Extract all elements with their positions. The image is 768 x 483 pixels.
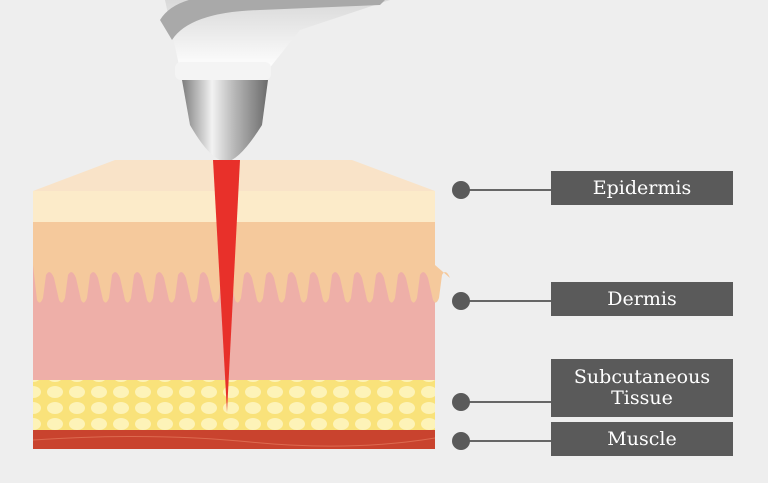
- dermis-label: Dermis: [551, 282, 733, 316]
- subcutaneous-marker: [452, 393, 470, 411]
- connector-lines: [461, 189, 551, 442]
- laser-handpiece: [160, 0, 390, 162]
- epidermis-label: Epidermis: [551, 171, 733, 205]
- subcutaneous-label: Subcutaneous Tissue: [551, 359, 733, 417]
- laser-beam: [213, 160, 240, 412]
- dermis-marker: [452, 292, 470, 310]
- muscle-layer: [33, 430, 435, 449]
- muscle-label: Muscle: [551, 422, 733, 456]
- skin-block: [32, 160, 450, 449]
- muscle-marker: [452, 432, 470, 450]
- subcutaneous-layer: [33, 380, 435, 430]
- epidermis-marker: [452, 181, 470, 199]
